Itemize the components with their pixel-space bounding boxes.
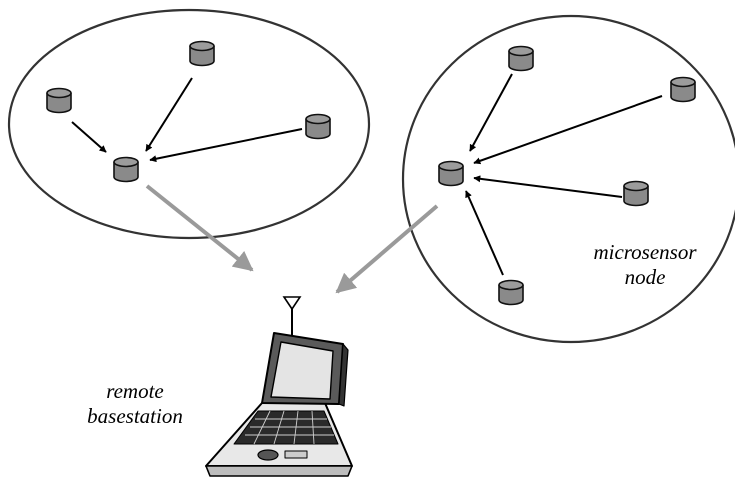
right-cluster-boundary [401, 14, 735, 344]
arrow-head-left-to-basestation [145, 184, 254, 272]
arrow-right-member-4 [465, 190, 504, 276]
microsensor-label-line2: node [624, 265, 666, 289]
arrow-right-member-2 [473, 95, 663, 165]
arrow-left-member-2 [145, 77, 193, 152]
cluster-head-node-icon [438, 160, 464, 187]
sensor-node-icon [670, 76, 696, 103]
remote-label-line1: remote [106, 379, 164, 403]
arrow-right-member-1 [469, 73, 513, 152]
sensor-node-icon [498, 279, 524, 306]
arrow-left-member-1 [71, 121, 107, 153]
sensor-node-icon [305, 113, 331, 140]
microsensor-node-label: microsensor node [560, 240, 730, 290]
sensor-node-icon [189, 40, 215, 67]
remote-label-line2: basestation [87, 404, 183, 428]
sensor-node-icon [508, 45, 534, 72]
laptop-icon [205, 332, 353, 477]
sensor-node-icon [623, 180, 649, 207]
arrow-left-member-3 [149, 128, 303, 163]
microsensor-label-line1: microsensor [593, 240, 697, 264]
remote-basestation-label: remote basestation [60, 379, 210, 429]
arrow-head-right-to-basestation [335, 204, 439, 294]
sensor-node-icon [46, 87, 72, 114]
left-cluster-boundary [7, 8, 371, 240]
cluster-head-node-icon [113, 156, 139, 183]
arrow-right-member-3 [473, 175, 623, 198]
